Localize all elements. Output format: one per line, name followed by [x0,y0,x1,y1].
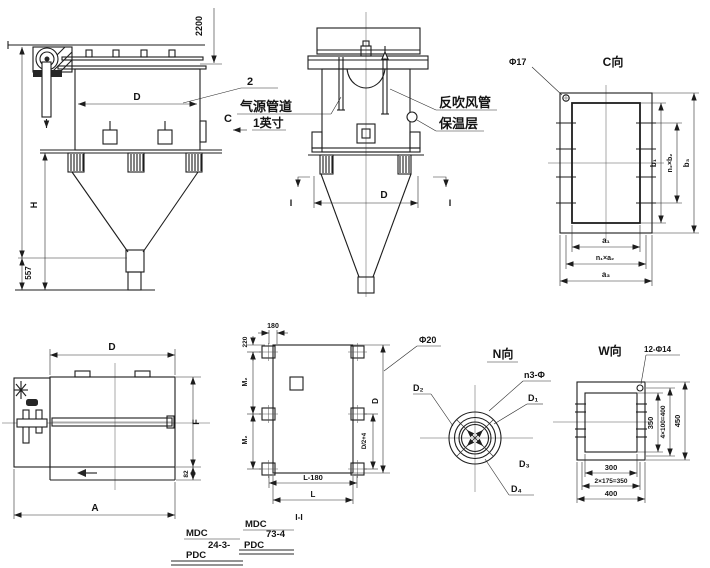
plan-dim-a-label: A [91,503,98,514]
model-right-code: 73-4 [266,529,286,540]
hopper [71,171,199,291]
dim-h-label: H [29,202,39,209]
dim-l-label: L [311,490,316,499]
dim-557-label: 557 [24,266,33,280]
air-pipe-label: 气源管道 [240,99,292,114]
dim-2x175-label: 2×175=350 [595,478,628,485]
front-hopper [320,173,412,294]
dim-b1-label: b₁ [649,158,658,167]
dim-4x100-label: 4×100=400 [660,405,667,438]
n3-phi-callout: n3-Φ [524,370,546,380]
12-phi14-callout: 12-Φ14 [644,345,672,354]
view-n-title: N向 [493,346,514,361]
w-bolt-hole [636,384,644,392]
dim-m2-top-label: M₂ [242,378,249,387]
model-left-series-bottom: PDC [186,550,206,561]
dim-d2-label: D₂ [413,383,424,393]
dim-a1-label: a₁ [602,236,610,245]
view-n: N向 n3-Φ D₁ D₂ D₃ D₄ [413,346,551,496]
dim-d4-label: D₄ [511,484,522,494]
support-feet [67,152,203,173]
dim-180-label: 180 [267,323,279,330]
valve-assembly [14,381,48,444]
dim-l180-label: L-180 [303,473,323,482]
view-c-arrow-label: C [224,113,232,125]
air-supply-pipe [337,57,345,111]
model-right-series-bottom: PDC [244,540,264,551]
section-mark-left: I [290,198,293,208]
dim-n1a2-label: n₁×a₂ [596,255,614,262]
callout-2-label: 2 [247,76,253,88]
dim-a3-label: a₃ [602,270,610,279]
dim-300-label: 300 [605,463,618,472]
plan-dim-f-label: F [191,419,201,425]
plan-dim-d-label: D [108,342,115,353]
dim-d3-label: D₃ [519,459,530,469]
section-i-i-view: 180 220 M₂ M₂ D D/2+4 L-180 L I-I Φ20 [242,323,441,522]
front-feet [319,154,412,175]
view-w-title: W向 [598,343,621,358]
dim-400-label: 400 [605,489,618,498]
bolt-pads [259,343,367,478]
view-c: C向 Φ17 b₁ n₂×b₂ b₃ a₁ n₁×a₂ a₃ [509,54,699,286]
side-elevation-view: 2200 D H 557 2 C [7,8,278,291]
flow-arrow [77,469,86,477]
blowback-pipe-geometry [381,46,389,115]
model-left-series-top: MDC [186,528,208,539]
front-dim-d-label: D [380,190,387,201]
dim-half-label: D/2+4 [362,432,368,449]
view-w: W向 12-Φ14 350 4×100=400 450 300 2×175=35… [553,343,690,503]
plan-view: D F 82 A [2,342,210,519]
front-elevation-view: D I I 气源管道 1英寸 反吹风管 保温层 [237,12,497,297]
insulation-port [406,111,418,123]
dim-b3-label: b₃ [682,158,691,167]
section-title: I-I [295,512,303,522]
dim-d1-label: D₁ [528,393,538,403]
model-left-code: 24-3- [208,540,230,551]
dim-n2b2-label: n₂×b₂ [667,154,674,173]
phi20-callout: Φ20 [419,335,436,345]
insulation-label: 保温层 [438,116,478,131]
plan-dim-strip-label: 82 [183,470,190,478]
dim-m2-bottom-label: M₂ [242,436,249,445]
section-mark-right: I [449,198,452,208]
dim-450-label: 450 [673,415,682,428]
model-right-series-top: MDC [245,519,267,530]
section-dim-d-label: D [371,398,380,404]
model-designations: MDC 24-3- PDC MDC 73-4 PDC [171,519,294,566]
dim-d-label: D [133,92,140,103]
view-c-title: C向 [603,54,624,69]
dim-2200-label: 2200 [194,16,204,36]
phi17-callout: Φ17 [509,57,526,67]
blowback-pipe-label: 反吹风管 [439,95,491,110]
air-pipe-size-label: 1英寸 [253,115,284,130]
dim-220-label: 220 [242,336,249,347]
dim-350-label: 350 [646,417,655,430]
